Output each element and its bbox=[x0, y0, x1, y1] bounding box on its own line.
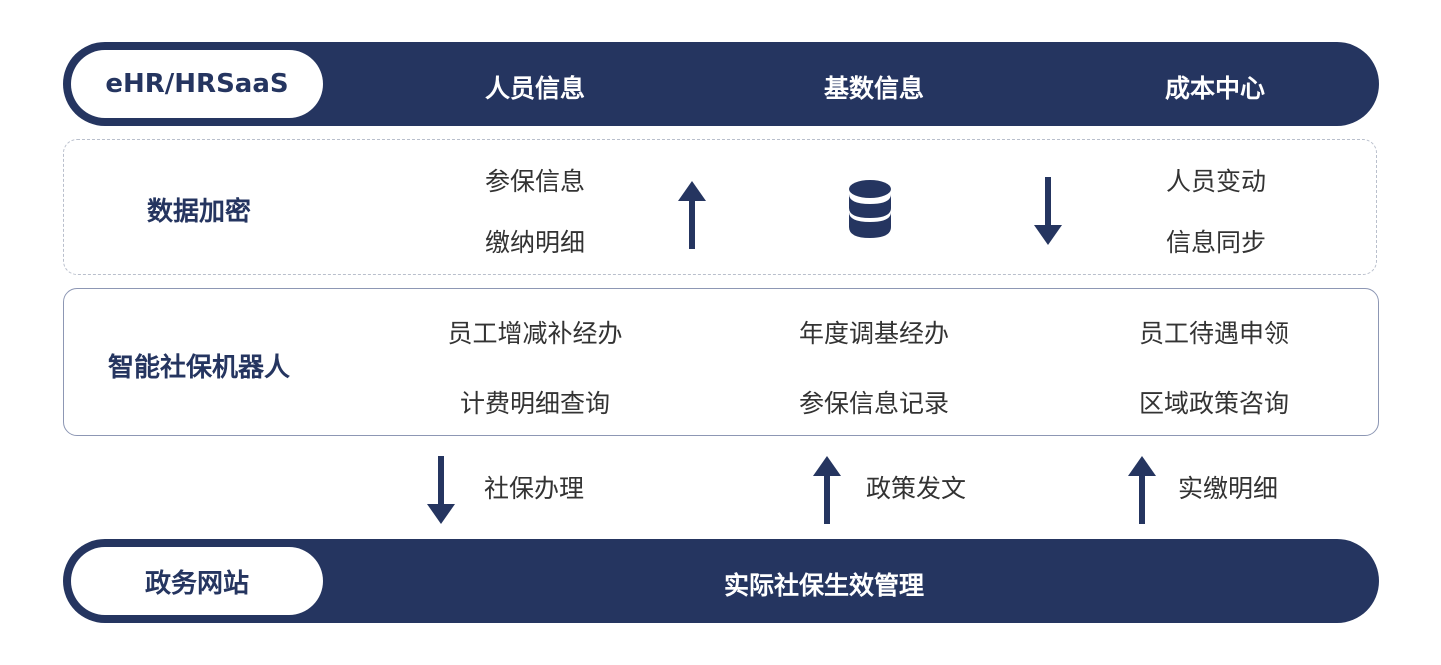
flow-label-social-security: 社保办理 bbox=[483, 474, 585, 503]
robot-panel bbox=[63, 288, 1379, 436]
robot-item: 年度调基经办 bbox=[798, 319, 950, 348]
bottom-pill-label: 政务网站 bbox=[71, 547, 323, 615]
arrow-down-icon bbox=[1034, 177, 1062, 245]
bottom-bar: 政务网站 实际社保生效管理 bbox=[63, 539, 1379, 623]
top-item-cost-center: 成本中心 bbox=[1164, 74, 1266, 103]
top-pill-label: eHR/HRSaaS bbox=[71, 50, 323, 118]
robot-item: 区域政策咨询 bbox=[1138, 389, 1290, 418]
bottom-center-label: 实际社保生效管理 bbox=[723, 571, 925, 600]
flow-label-payment-details: 实缴明细 bbox=[1177, 474, 1279, 503]
robot-item: 员工待遇申领 bbox=[1138, 319, 1290, 348]
encryption-label: 数据加密 bbox=[146, 197, 252, 227]
arrow-up-icon bbox=[813, 456, 841, 524]
encryption-left-item: 参保信息 bbox=[484, 167, 586, 196]
encryption-panel bbox=[63, 139, 1377, 275]
encryption-right-item: 信息同步 bbox=[1165, 228, 1267, 257]
encryption-right-item: 人员变动 bbox=[1165, 167, 1267, 196]
robot-item: 参保信息记录 bbox=[798, 389, 950, 418]
arrow-up-icon bbox=[1128, 456, 1156, 524]
robot-item: 计费明细查询 bbox=[459, 389, 611, 418]
arrow-up-icon bbox=[678, 181, 706, 249]
robot-item: 员工增减补经办 bbox=[447, 319, 623, 348]
arrow-down-icon bbox=[427, 456, 455, 524]
top-item-base-info: 基数信息 bbox=[823, 74, 925, 103]
robot-label: 智能社保机器人 bbox=[107, 353, 291, 383]
flow-label-policy: 政策发文 bbox=[865, 474, 967, 503]
top-item-personnel: 人员信息 bbox=[484, 74, 586, 103]
encryption-left-item: 缴纳明细 bbox=[484, 228, 586, 257]
database-icon bbox=[849, 180, 891, 238]
top-bar: eHR/HRSaaS 人员信息 基数信息 成本中心 bbox=[63, 42, 1379, 126]
